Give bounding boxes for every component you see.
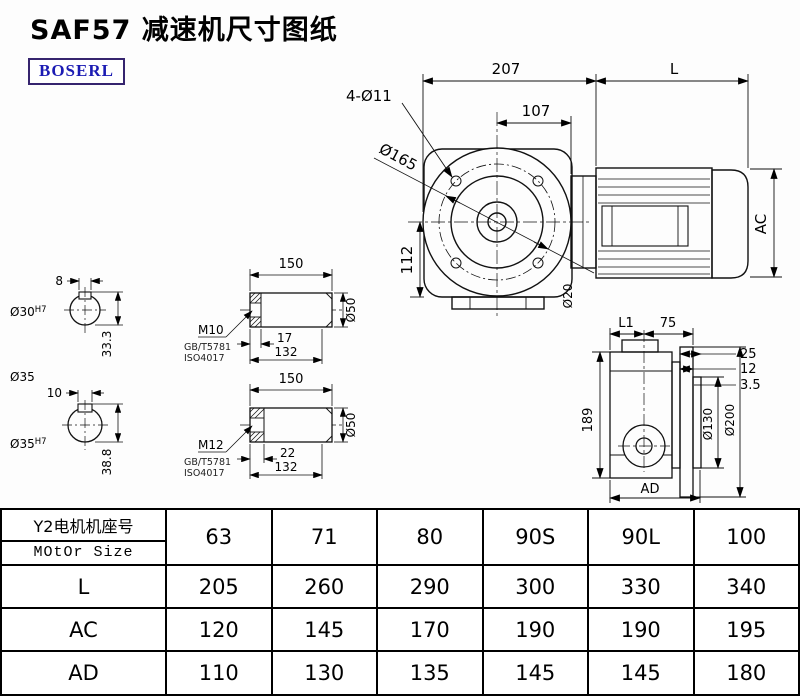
col-header: 80 [376,508,484,566]
dim-L-label: L [670,60,679,78]
dim-3-5-label: 3.5 [740,378,761,393]
col-header: 100 [692,508,800,566]
dim-len-b-label: 150 [279,372,304,387]
table-cell: 205 [165,564,273,609]
std-iso-b-label: ISO4017 [184,468,225,479]
dim-len-a-label: 150 [279,257,304,272]
brand-logo-text: BOSERL [39,61,114,80]
table-cell: 330 [587,564,695,609]
dim-keyw-b-label: 10 [47,386,62,400]
dim-shaft-dia-label: Ø20 [561,284,575,309]
shaft-a-end-dims: 8 Ø30H7 33.3 [10,274,123,357]
thread-b-label: M12 [198,438,224,452]
shaft-b-end-dims: 10 Ø35H7 38.8 [10,386,123,475]
dim-bore-b-dia: Ø35 [10,437,35,451]
shaft-b-side-view [240,407,345,443]
dim-bore-b-tol: H7 [35,437,47,447]
dim-bolt-holes-label: 4-Ø11 [346,87,392,105]
dim-200-label: Ø200 [723,404,737,436]
technical-drawing: 207 L 107 4-Ø11 Ø165 112 AC Ø20 [10,60,782,503]
motor-size-header-cn: Y2电机机座号 [2,510,165,542]
dim-dia-a-label: Ø50 [344,298,358,323]
row-label: L [0,564,167,609]
shaft-b-end-view [62,400,108,450]
dim-threadlen-a-label: 17 [277,331,292,345]
dim-bore-a-dia: Ø30 [10,305,35,319]
table-cell: 145 [481,650,589,696]
dim-bore-b-label: Ø35H7 [10,437,47,451]
hatching [249,407,265,443]
dim-25-label: 25 [740,347,757,362]
dim-flange-dia-label: Ø165 [376,140,420,175]
dim-132-b-label: 132 [275,460,298,474]
dim-130-label: Ø130 [701,408,715,440]
shaft-a-side-dims: 150 M10 GB/T5781 ISO4017 17 132 Ø50 [184,257,358,364]
table-cell: 130 [270,650,378,696]
dimension-table: Y2电机机座号 MOtOr Size 63 71 80 90S 90L 100 … [0,508,800,696]
brand-logo: BOSERL [28,58,125,85]
table-cell: 180 [692,650,800,696]
std-iso-a-label: ISO4017 [184,353,225,364]
thread-a-label: M10 [198,323,224,337]
dim-keyh-b-label: 38.8 [100,449,114,476]
dim-107-label: 107 [522,102,551,120]
motor-size-header-cell: Y2电机机座号 MOtOr Size [0,508,167,566]
table-cell: 135 [376,650,484,696]
table-cell: 190 [481,607,589,652]
dim-AD-label: AD [641,482,660,497]
shaft-a-side-view [240,292,345,328]
table-cell: 300 [481,564,589,609]
table-cell: 195 [692,607,800,652]
dim-L1-label: L1 [618,316,634,331]
dim-threadlen-b-label: 22 [280,446,295,460]
dim-189-label: 189 [581,408,596,433]
table-row-L: L 205 260 290 300 330 340 [0,564,800,609]
dim-keyw-a-label: 8 [55,274,63,288]
col-header: 90L [587,508,695,566]
table-cell: 120 [165,607,273,652]
std-gb-a-label: GB/T5781 [184,342,231,353]
dim-dia-b-label: Ø50 [344,413,358,438]
col-header: 71 [270,508,378,566]
dim-132-a-label: 132 [275,345,298,359]
table-cell: 145 [270,607,378,652]
side-view-dimensions: L1 75 25 12 3.5 189 Ø130 Ø200 AD [581,316,761,503]
dim-bore-a-label: Ø30H7 [10,305,47,319]
table-cell: 110 [165,650,273,696]
table-cell: 190 [587,607,695,652]
table-row-AD: AD 110 130 135 145 145 180 [0,650,800,696]
std-gb-b-label: GB/T5781 [184,457,231,468]
table-cell: 170 [376,607,484,652]
hatching [249,292,262,328]
dim-bore-a-tol: H7 [35,305,47,315]
table-cell: 145 [587,650,695,696]
row-label: AC [0,607,167,652]
motor-size-header-en: MOtOr Size [33,544,134,561]
dim-207-label: 207 [492,60,521,78]
page-title: SAF57 减速机尺寸图纸 [30,15,338,46]
front-view-dimensions: 207 L 107 4-Ø11 Ø165 112 AC Ø20 [346,60,782,308]
table-cell: 260 [270,564,378,609]
shaft-a-end-view [64,287,106,333]
dim-35-label: Ø35 [10,370,35,384]
table-cell: 340 [692,564,800,609]
table-header-row: Y2电机机座号 MOtOr Size 63 71 80 90S 90L 100 [0,508,800,566]
dim-keyh-a-label: 33.3 [100,331,114,358]
side-view-outline [609,330,702,498]
front-view-outline [408,112,749,316]
table-row-AC: AC 120 145 170 190 190 195 [0,607,800,652]
row-label: AD [0,650,167,696]
shaft-b-side-dims: 150 M12 GB/T5781 ISO4017 22 132 Ø50 [184,372,358,479]
dim-12-label: 12 [740,362,757,377]
dim-112-label: 112 [398,246,416,275]
col-header: 90S [481,508,589,566]
table-cell: 290 [376,564,484,609]
dim-75-label: 75 [660,316,677,331]
motor-fins [598,178,710,275]
col-header: 63 [165,508,273,566]
dim-AC-label: AC [752,214,770,234]
